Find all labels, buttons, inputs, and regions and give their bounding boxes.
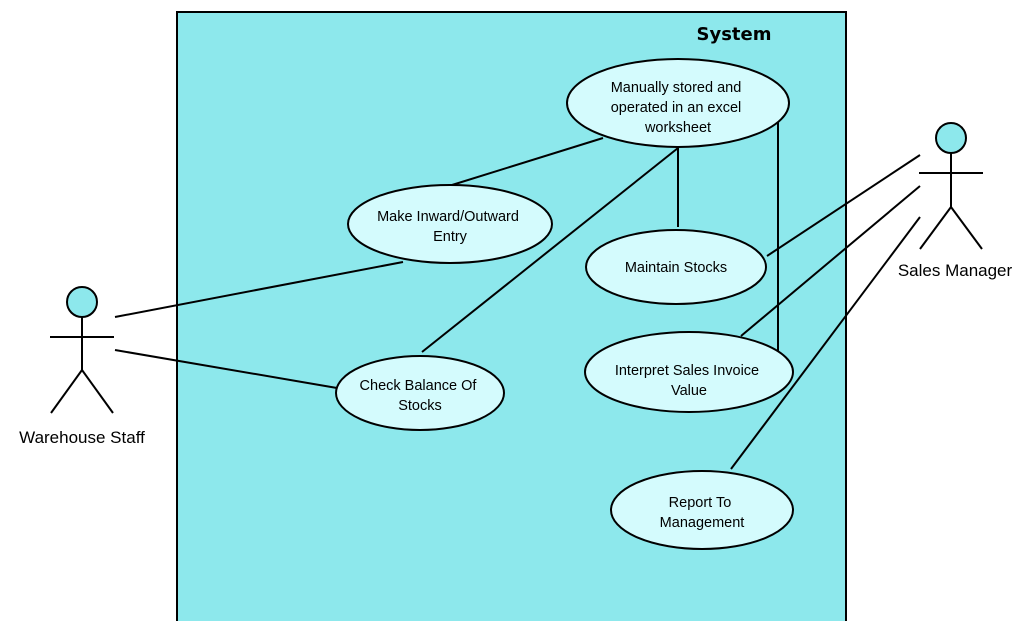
usecase-make-entry-line-1: Make Inward/Outward (377, 209, 519, 225)
svg-text:Check Balance Of Stocks: Check Balance Of Stocks (360, 378, 481, 414)
assoc-check-balance-manual (421, 147, 679, 353)
usecase-manually-stored-line-1: Manually stored and (611, 80, 742, 96)
actor-sales-manager: Sales Manager (898, 122, 1013, 280)
usecase-interpret-sales-line-1: Interpret Sales Invoice (615, 363, 759, 379)
usecase-interpret-sales: Interpret Sales Invoice Value (584, 331, 794, 413)
usecase-make-entry-line-2: Entry (433, 229, 468, 245)
actor-sales-manager-label: Sales Manager (898, 261, 1013, 280)
usecase-check-balance: Check Balance Of Stocks (335, 355, 505, 431)
usecase-manually-stored: Manually stored and operated in an excel… (566, 58, 790, 148)
assoc-manager-maintain (766, 154, 921, 257)
usecase-maintain-stocks-label: Maintain Stocks (625, 260, 727, 276)
usecase-manually-stored-line-2: operated in an excel (611, 100, 742, 116)
assoc-manager-report (730, 216, 921, 470)
assoc-manager-interpret (740, 185, 921, 337)
actor-head (66, 286, 98, 318)
system-title: System (697, 24, 772, 45)
usecase-interpret-sales-line-2: Value (671, 383, 707, 399)
svg-text:Report To Management: Report To Management (660, 495, 745, 531)
assoc-make-entry-manual (451, 137, 604, 186)
svg-text:Manually stored and oper: Manually stored and operated in an excel… (611, 80, 746, 136)
assoc-staff-check-balance (114, 349, 338, 389)
usecase-report: Report To Management (610, 470, 794, 550)
usecase-manually-stored-line-3: worksheet (644, 120, 711, 136)
usecase-check-balance-line-2: Stocks (398, 398, 442, 414)
usecase-make-entry: Make Inward/Outward Entry (347, 184, 553, 264)
actor-warehouse-staff-label: Warehouse Staff (19, 428, 145, 447)
svg-text:Make Inward/Outward Entr: Make Inward/Outward Entry (377, 209, 523, 245)
actor-warehouse-staff: Warehouse Staff (19, 286, 145, 447)
usecase-report-line-1: Report To (669, 495, 732, 511)
usecase-check-balance-line-1: Check Balance Of (360, 378, 478, 394)
svg-text:Interpret Sales Invoice: Interpret Sales Invoice Value (615, 363, 763, 399)
actor-head (935, 122, 967, 154)
usecase-report-line-2: Management (660, 515, 745, 531)
usecase-maintain-stocks: Maintain Stocks (585, 229, 767, 305)
assoc-staff-make-entry (114, 261, 404, 318)
